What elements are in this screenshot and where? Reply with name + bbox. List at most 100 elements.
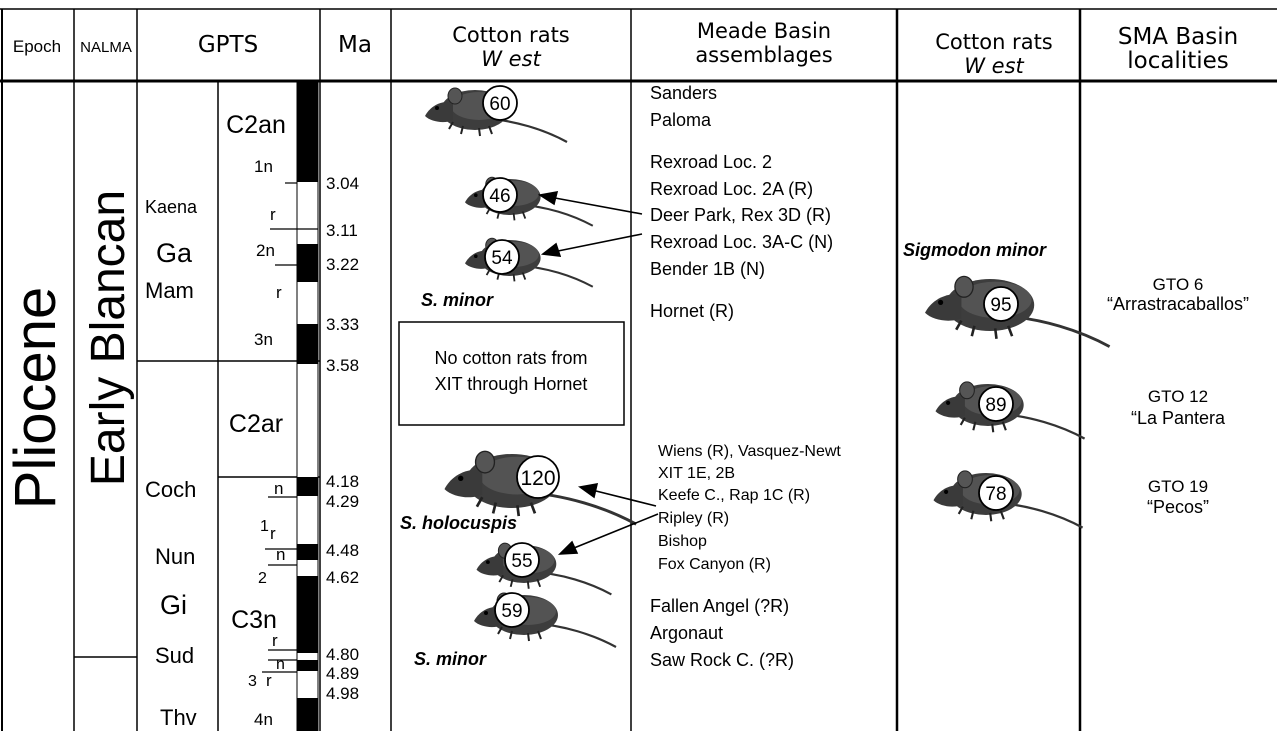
pol-3: 3	[248, 673, 257, 690]
assemblage-saw-rock: Saw Rock C. (?R)	[650, 650, 794, 670]
assemblage-paloma: Paloma	[650, 110, 712, 130]
subchron-nun: Nun	[155, 544, 195, 569]
ma-4-89: 4.89	[326, 664, 359, 683]
subchron-sud: Sud	[155, 643, 194, 668]
species-s-holocuspis: S. holocuspis	[400, 513, 517, 533]
header-sma-1: SMA Basin	[1118, 24, 1238, 50]
ma-4-80: 4.80	[326, 645, 359, 664]
rat-number-55: 55	[511, 551, 532, 572]
locality-gto-19: GTO 19	[1148, 477, 1208, 496]
assemblage-hornet: Hornet (R)	[650, 301, 734, 321]
header-cotton-west-1: Cotton rats	[452, 23, 570, 47]
subchron-coch: Coch	[145, 477, 196, 502]
rat-icon-59	[474, 593, 616, 647]
header-gpts: GPTS	[198, 32, 258, 58]
assemblage-rexroad-3ac: Rexroad Loc. 3A-C (N)	[650, 232, 833, 252]
header-cotton-west-b-1: Cotton rats	[935, 30, 1053, 54]
pol-n-nun: n	[276, 545, 285, 564]
assemblage-xit: XIT 1E, 2B	[658, 465, 735, 482]
subchron-kaena: Kaena	[145, 197, 198, 217]
pol-r-1: r	[270, 205, 276, 224]
pol-1: 1	[260, 518, 269, 535]
pol-2n: 2n	[256, 241, 275, 260]
assemblage-argonaut: Argonaut	[650, 623, 723, 643]
pol-2: 2	[258, 570, 267, 587]
ma-4-29: 4.29	[326, 492, 359, 511]
assemblage-rexroad-2: Rexroad Loc. 2	[650, 152, 772, 172]
locality-gto-6-name: “Arrastracaballos”	[1107, 294, 1249, 314]
no-rats-note-line1: No cotton rats from	[434, 348, 587, 368]
locality-gto-19-name: “Pecos”	[1147, 497, 1209, 517]
ma-3-04: 3.04	[326, 174, 359, 193]
header-meade-1: Meade Basin	[697, 19, 831, 43]
subchron-ga: Ga	[156, 238, 193, 268]
subchron-mam: Mam	[145, 278, 194, 303]
ma-3-58: 3.58	[326, 356, 359, 375]
rat-number-46: 46	[489, 186, 510, 207]
species-s-minor-upper: S. minor	[421, 290, 494, 310]
assemblage-ripley: Ripley (R)	[658, 510, 729, 527]
chron-c2an: C2an	[226, 111, 286, 139]
rat-number-78: 78	[985, 484, 1006, 505]
meade-assemblage-list: Sanders Paloma Rexroad Loc. 2 Rexroad Lo…	[650, 83, 841, 670]
rat-number-95: 95	[990, 295, 1011, 316]
header-row: Epoch NALMA GPTS Ma Cotton rats W est Me…	[0, 9, 1277, 81]
rat-number-60: 60	[489, 94, 510, 115]
rat-icon-95	[925, 276, 1110, 346]
ma-4-48: 4.48	[326, 541, 359, 560]
locality-gto-12: GTO 12	[1148, 387, 1208, 406]
rat-icon-54	[465, 238, 593, 287]
header-ma: Ma	[338, 32, 372, 58]
rat-number-54: 54	[491, 248, 513, 269]
subchron-gi: Gi	[160, 590, 187, 620]
pol-r-sud: r	[272, 631, 278, 650]
assemblage-sanders: Sanders	[650, 83, 717, 103]
header-epoch: Epoch	[13, 37, 61, 56]
chron-c2ar: C2ar	[229, 410, 283, 438]
pol-n-sud: n	[276, 656, 285, 673]
pol-r-2: r	[276, 283, 282, 302]
ma-4-18: 4.18	[326, 472, 359, 491]
header-cotton-west-2: W est	[481, 47, 541, 71]
rat-icon-55	[477, 543, 612, 594]
ma-4-62: 4.62	[326, 568, 359, 587]
chron-c3n: C3n	[231, 606, 277, 634]
pol-n-coch: n	[274, 479, 283, 498]
locality-gto-12-name: “La Pantera	[1131, 408, 1226, 428]
pol-4n: 4n	[254, 710, 273, 729]
assemblage-deer-park: Deer Park, Rex 3D (R)	[650, 205, 831, 225]
species-sigmodon-minor: Sigmodon minor	[903, 240, 1047, 260]
nalma-label: Early Blancan	[82, 190, 135, 486]
assemblage-fox-canyon: Fox Canyon (R)	[658, 556, 771, 573]
epoch-label: Pliocene	[3, 287, 68, 509]
header-meade-2: assemblages	[695, 43, 832, 67]
ma-3-33: 3.33	[326, 315, 359, 334]
header-sma-2: localities	[1127, 48, 1229, 74]
subchron-thv: Thv	[160, 705, 197, 730]
header-cotton-west-b-2: W est	[964, 54, 1024, 78]
polarity-column	[297, 81, 318, 731]
assemblage-bender-1b: Bender 1B (N)	[650, 259, 765, 279]
pol-r-3: r	[266, 671, 272, 690]
sma-rats: 95 89 78	[925, 276, 1110, 527]
ma-ages: 3.04 3.11 3.22 3.33 3.58 4.18 4.29 4.48 …	[326, 174, 359, 703]
assemblage-rexroad-2a: Rexroad Loc. 2A (R)	[650, 179, 813, 199]
no-rats-note-line2: XIT through Hornet	[435, 374, 588, 394]
pol-r-nun: r	[270, 524, 276, 543]
locality-gto-6: GTO 6	[1153, 275, 1204, 294]
rat-number-59: 59	[501, 601, 522, 622]
ma-4-98: 4.98	[326, 684, 359, 703]
sma-localities: GTO 6 “Arrastracaballos” GTO 12 “La Pant…	[1107, 275, 1249, 517]
ma-3-11: 3.11	[326, 221, 358, 240]
rat-number-120: 120	[520, 467, 555, 490]
assemblage-bishop: Bishop	[658, 533, 707, 550]
assemblage-keefe: Keefe C., Rap 1C (R)	[658, 487, 810, 504]
assemblage-fallen-angel: Fallen Angel (?R)	[650, 596, 789, 616]
rat-number-89: 89	[985, 395, 1006, 416]
pol-1n: 1n	[254, 157, 273, 176]
ma-3-22: 3.22	[326, 255, 359, 274]
header-nalma: NALMA	[80, 39, 132, 56]
pol-3n: 3n	[254, 330, 273, 349]
assemblage-wiens: Wiens (R), Vasquez-Newt	[658, 443, 841, 460]
